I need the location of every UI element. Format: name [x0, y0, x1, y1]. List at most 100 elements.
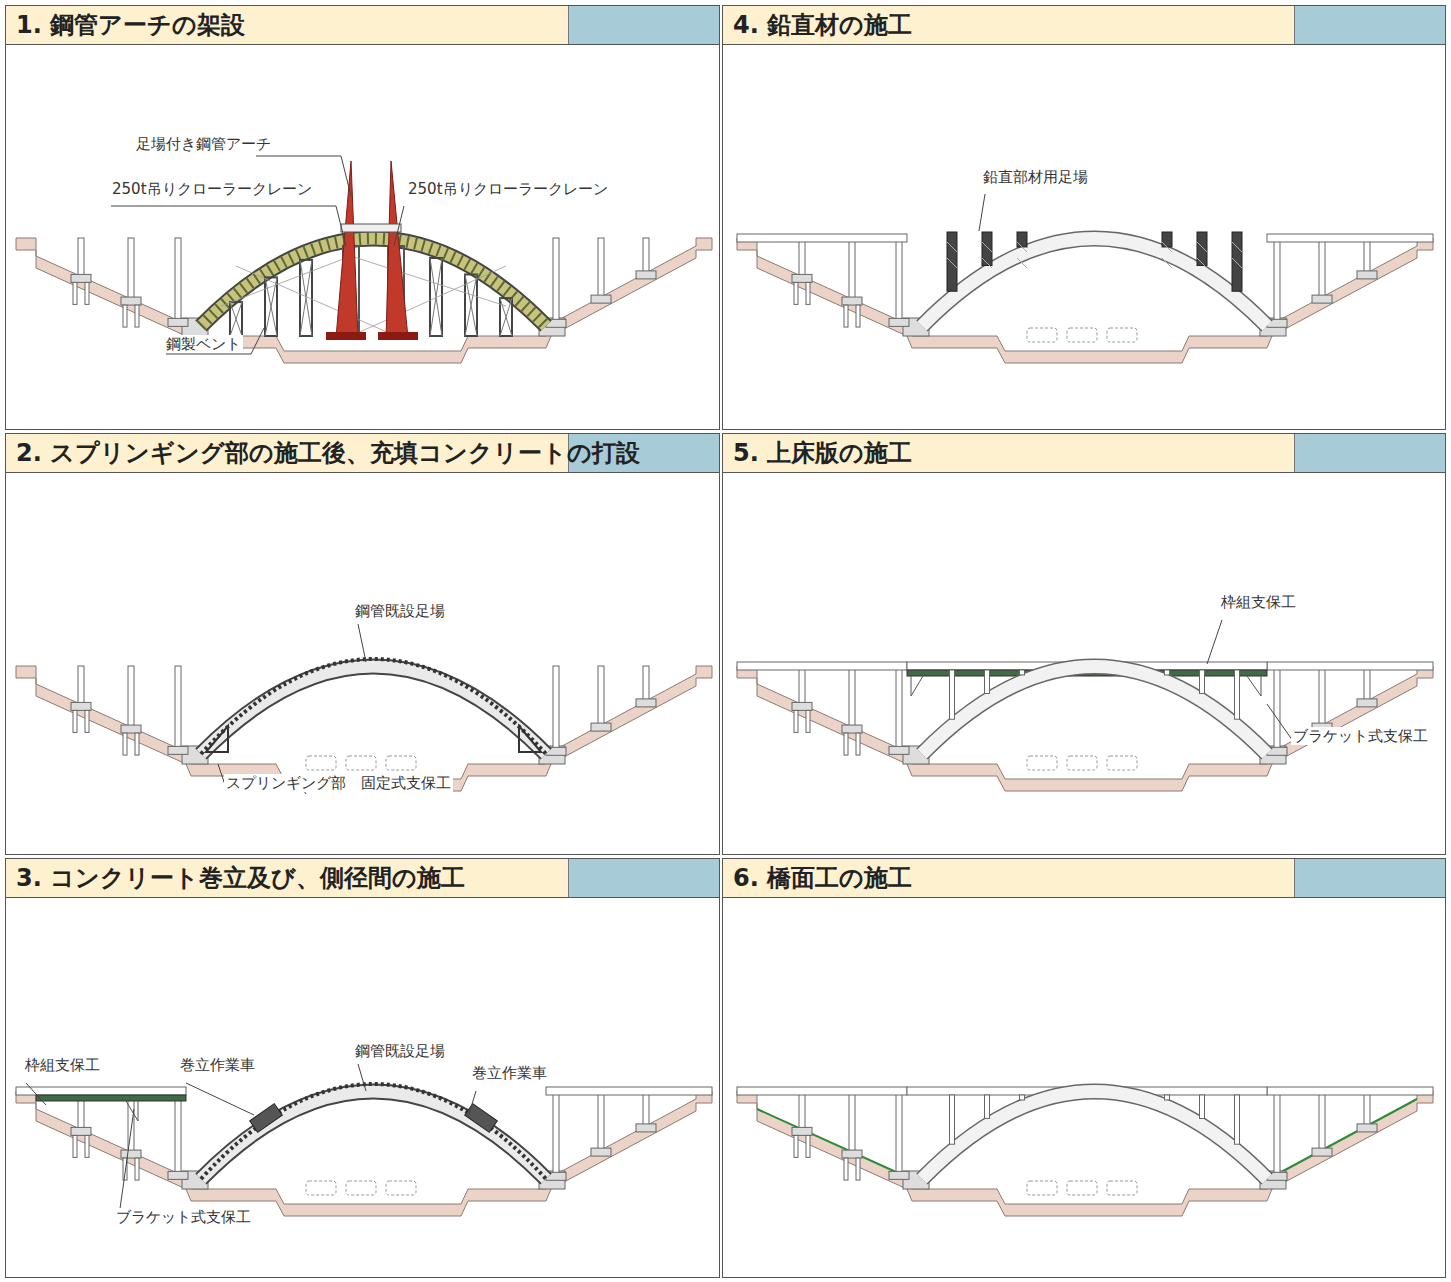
- header-accent: [1294, 859, 1445, 897]
- footing: [71, 702, 91, 710]
- footing: [792, 274, 812, 282]
- pile: [794, 710, 798, 732]
- header-band: 6. 橋面工の施工: [723, 859, 1445, 898]
- vehicle: [1027, 328, 1057, 342]
- arch: [922, 1092, 1267, 1180]
- callout-label: 鉛直部材用足場: [981, 168, 1090, 186]
- scaffold-brace: [947, 242, 957, 268]
- footing: [168, 1171, 188, 1179]
- step-title: 2. スプリンギング部の施工後、充填コンクリートの打設: [16, 438, 640, 468]
- callout-label: 巻立作業車: [470, 1064, 549, 1082]
- pile: [844, 1158, 848, 1180]
- steel-arch: [201, 239, 546, 327]
- bracket-support: [911, 676, 1261, 696]
- pier: [175, 1091, 181, 1173]
- header-accent: [1294, 6, 1445, 44]
- pile: [135, 1158, 139, 1180]
- vehicle: [1067, 1181, 1097, 1195]
- footing: [842, 1150, 862, 1158]
- footing: [168, 318, 188, 326]
- pier: [128, 666, 134, 727]
- footing: [168, 746, 188, 754]
- scene-group: [16, 1064, 712, 1223]
- ground: [737, 1091, 1433, 1216]
- side-deck: [1267, 1087, 1433, 1095]
- pier: [1274, 238, 1280, 321]
- step-title: 1. 鋼管アーチの架設: [16, 10, 245, 40]
- footing: [889, 1171, 909, 1179]
- pier: [849, 238, 855, 299]
- footing: [591, 295, 611, 303]
- steel-bent-brace: [230, 302, 242, 336]
- pile: [856, 305, 860, 327]
- construction-illustration: [6, 859, 719, 1277]
- pier: [553, 238, 559, 321]
- leader-line: [111, 206, 346, 246]
- pier: [896, 666, 902, 748]
- steel-arch: [201, 239, 546, 327]
- vertical-scaffold: [947, 232, 957, 291]
- side-deck: [1267, 234, 1433, 242]
- vertical-member: [1165, 1095, 1170, 1100]
- step-panel: 6. 橋面工の施工: [722, 858, 1446, 1278]
- footing: [1357, 271, 1377, 279]
- pile: [794, 282, 798, 304]
- vertical-member: [950, 670, 955, 719]
- lifted-segment: [341, 224, 401, 232]
- vehicle: [346, 756, 376, 770]
- ground: [16, 666, 712, 791]
- steel-bent: [500, 298, 512, 336]
- vehicle: [306, 756, 336, 770]
- pile: [85, 710, 89, 732]
- footing: [636, 699, 656, 707]
- header-band: 1. 鋼管アーチの架設: [6, 6, 719, 45]
- vehicle: [386, 1181, 416, 1195]
- header-band: 2. スプリンギング部の施工後、充填コンクリートの打設: [6, 434, 719, 473]
- header-accent: [568, 6, 719, 44]
- leader-line: [118, 1109, 134, 1223]
- ground: [16, 1091, 712, 1216]
- footing: [792, 1127, 812, 1135]
- construction-illustration: [723, 6, 1445, 429]
- pile: [806, 282, 810, 304]
- pier: [1274, 1091, 1280, 1174]
- pier: [1319, 1091, 1325, 1150]
- scaffold-brace: [1232, 242, 1242, 268]
- bracing: [221, 256, 506, 336]
- pile: [856, 1158, 860, 1180]
- frame-support: [36, 1095, 186, 1101]
- steel-bent-brace: [430, 258, 442, 336]
- side-deck: [737, 1087, 907, 1095]
- wrapping-carriage: [465, 1104, 498, 1133]
- header-band: 4. 鉛直材の施工: [723, 6, 1445, 45]
- side-deck: [1267, 662, 1433, 670]
- vehicle: [1107, 328, 1137, 342]
- footing: [121, 725, 141, 733]
- step-title: 6. 橋面工の施工: [733, 863, 912, 893]
- steel-bent: [265, 277, 277, 336]
- construction-illustration: [723, 434, 1445, 854]
- vertical-member: [1200, 1095, 1205, 1118]
- vehicle: [306, 1181, 336, 1195]
- callout-label: 250t吊りクローラークレーン: [406, 180, 610, 198]
- pile: [123, 733, 127, 755]
- arch: [922, 239, 1267, 327]
- pile: [844, 305, 848, 327]
- scene-group: [16, 624, 712, 794]
- crawler-crane: [336, 161, 358, 338]
- scene-group: [737, 194, 1433, 363]
- pile: [85, 1135, 89, 1157]
- pier: [1319, 666, 1325, 725]
- pier: [1364, 1091, 1370, 1126]
- pier: [799, 666, 805, 704]
- steel-pipe-scaffold: [201, 1084, 546, 1179]
- footing: [842, 725, 862, 733]
- footing: [842, 297, 862, 305]
- leader-line: [358, 1064, 366, 1091]
- footing: [889, 318, 909, 326]
- pier: [78, 666, 84, 704]
- side-deck: [16, 1087, 186, 1095]
- vertical-scaffold: [1017, 232, 1027, 247]
- footing: [889, 746, 909, 754]
- callout-label: スプリンギング部 固定式支保工: [224, 774, 453, 792]
